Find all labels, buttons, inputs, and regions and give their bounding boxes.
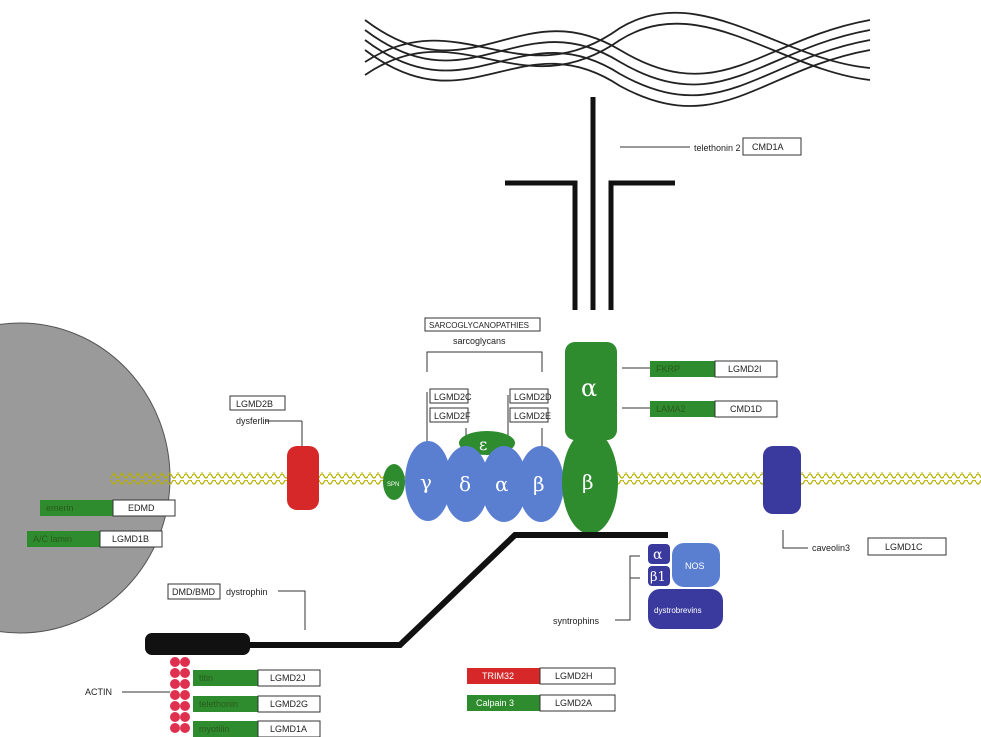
extracellular-fibres [364,11,871,107]
calpain-label: Calpain 3 [476,698,514,708]
trim32-disease: LGMD2H [555,671,593,681]
sg-gamma-disease-2: LGMD2F [434,411,471,421]
syntrophin-alpha-symbol: α [653,547,663,563]
dysferlin-protein [287,446,319,510]
titin-gene-box: CMD1A [752,142,784,152]
actin-filament [170,657,190,733]
sarcoglycan-heading: SARCOGLYCANOPATHIES [429,321,529,330]
gamma-sarcoglycan [405,441,451,521]
calpain-disease: LGMD2A [555,698,592,708]
dysferlin-label: dysferlin [236,416,270,426]
telethonin-label: telethonin [199,699,238,709]
laminin-structure [505,97,675,310]
myotilin-label: myotilin [199,724,230,734]
emerin-label: emerin [46,503,74,513]
syntrophins-label: syntrophins [553,616,600,626]
laminin-disease: CMD1D [730,404,763,414]
titin-z-disease: LGMD2J [270,673,306,683]
alpha-sarcoglycan [481,446,527,522]
dystrophin-label: dystrophin [226,587,268,597]
lamin-label: A/C lamin [33,534,72,544]
titin-z-label: titin [199,673,213,683]
caveolin-label: caveolin3 [812,543,850,553]
laminin-label: LAMA2 [656,404,686,414]
beta-symbol: β [533,472,545,496]
delta-sarcoglycan [443,446,489,522]
telethonin-disease: LGMD2G [270,699,308,709]
epsilon-symbol: ε [479,435,487,454]
dystrophin-disease: DMD/BMD [172,587,215,597]
syntrophin-beta-symbol: β1 [650,570,666,585]
trim32-label: TRIM32 [482,671,514,681]
alpha-symbol: α [495,472,509,496]
dystrophin-n-terminus [145,633,250,655]
sg-gamma-disease-1: LGMD2C [434,392,472,402]
emerin-disease: EDMD [128,503,155,513]
beta-dystroglycan [562,430,618,534]
gamma-symbol: γ [420,470,432,494]
alpha-syntrophin [648,544,670,564]
beta-sarcoglycan [518,446,564,522]
beta1-syntrophin [648,566,670,586]
alpha-dystroglycan [565,342,617,440]
nos-label: NOS [685,561,705,571]
caveolin-protein [763,446,801,514]
titin-label: telethonin 2 [694,143,741,153]
actin-label: ACTIN [85,687,112,697]
delta-symbol: δ [459,472,471,496]
dystrophin-rod [220,532,668,648]
lamin-disease: LGMD1B [112,534,149,544]
dystroglycan-beta-symbol: β [582,470,594,494]
sarcospan [383,464,405,500]
spn-label: SPN [387,482,399,488]
fkrp-disease: LGMD2I [728,364,762,374]
dystroglycan-alpha-symbol: α [581,374,597,402]
fkrp-label: FKRP [656,364,680,374]
dystrobrevin-label: dystrobrevins [654,606,702,615]
nos-protein [672,543,720,587]
sg-alpha-disease-1: LGMD2D [514,392,552,402]
myotilin-disease: LGMD1A [270,724,307,734]
dystrobrevin-protein [648,589,723,629]
sarcoglycan-sub: sarcoglycans [453,336,506,346]
sg-alpha-disease-2: LGMD2E [514,411,551,421]
dysferlin-disease: LGMD2B [236,399,273,409]
caveolin-disease: LGMD1C [885,542,923,552]
